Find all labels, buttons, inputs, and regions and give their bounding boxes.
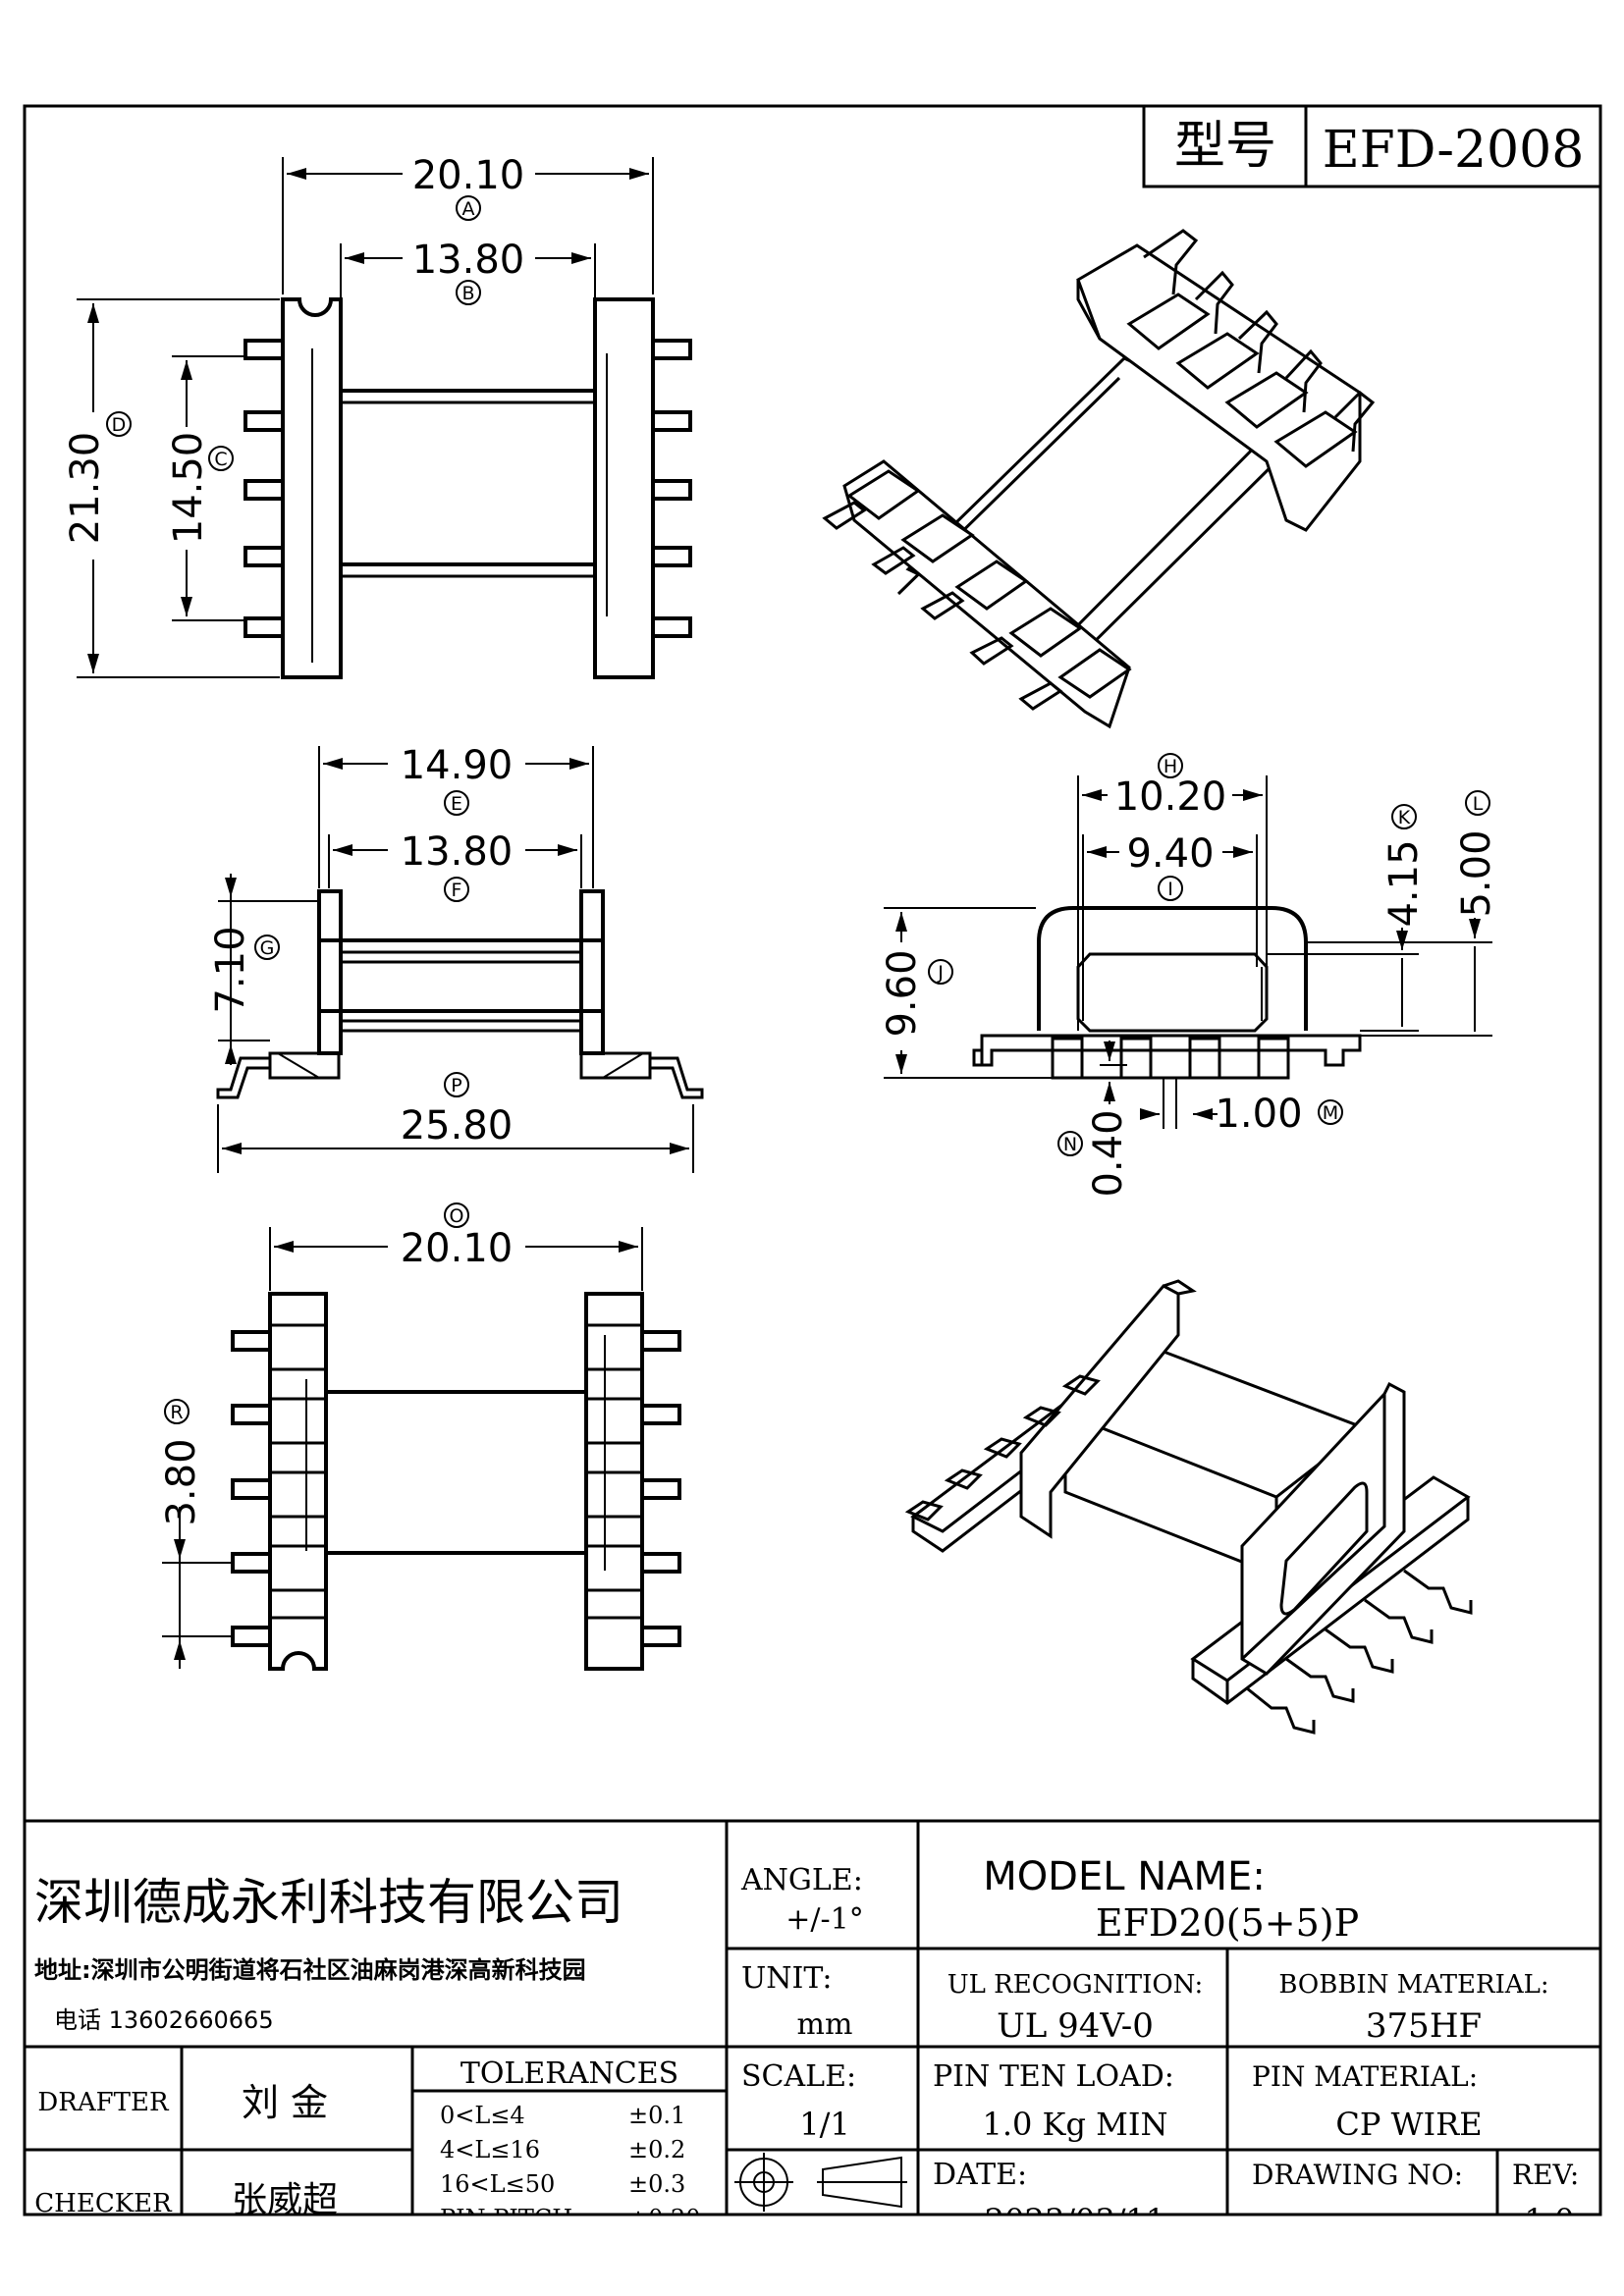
- dim-g-ref: G: [260, 937, 275, 959]
- bobbin-material-value: 375HF: [1366, 2006, 1482, 2046]
- sheet-border: [23, 104, 1602, 2216]
- title-block: 深圳德成永利科技有限公司 地址:深圳市公明街道将石社区油麻岗港深高新科技园 电话…: [25, 1819, 1600, 2239]
- dim-j-value: 9.60: [880, 949, 925, 1037]
- tolerances-label: TOLERANCES: [460, 2056, 678, 2091]
- dim-p-value: 25.80: [401, 1103, 514, 1148]
- tolerance-value-3: ±0.3: [628, 2170, 685, 2198]
- model-name-value: EFD20(5+5)P: [1096, 1901, 1359, 1945]
- dim-a-value: 20.10: [412, 153, 525, 198]
- dim-d-ref: D: [112, 414, 127, 436]
- dim-d-value: 21.30: [63, 432, 108, 545]
- dim-n-ref: N: [1063, 1134, 1077, 1155]
- dim-r-value: 3.80: [159, 1438, 204, 1525]
- ul-value: UL 94V-0: [997, 2006, 1154, 2046]
- company-address: 地址:深圳市公明街道将石社区油麻岗港深高新科技园: [34, 1956, 586, 1984]
- dim-p-ref: P: [451, 1075, 461, 1096]
- date-value: 2023/03/11: [985, 2202, 1165, 2239]
- pin-material-label: PIN MATERIAL:: [1252, 2060, 1478, 2093]
- tolerance-range-3: 16<L≤50: [440, 2170, 555, 2198]
- dim-h-value: 10.20: [1114, 774, 1227, 820]
- tolerance-value-2: ±0.2: [628, 2136, 685, 2163]
- model-box-label: 型号: [1174, 117, 1276, 176]
- top-view: 20.10 A 13.80 B 21.30 D 14.50 C: [63, 153, 692, 679]
- model-name-label: MODEL NAME:: [983, 1854, 1266, 1899]
- pin-ten-load-label: PIN TEN LOAD:: [933, 2059, 1174, 2094]
- side-view: 14.90 E 13.80 F 7.10 G P 25.80: [208, 743, 704, 1173]
- dim-g-value: 7.10: [208, 926, 253, 1013]
- dim-o-value: 20.10: [401, 1226, 514, 1271]
- projection-symbol: [734, 2153, 907, 2212]
- unit-label: UNIT:: [741, 1961, 832, 1996]
- rev-value: 1.0: [1525, 2202, 1575, 2239]
- dim-e-value: 14.90: [401, 743, 514, 788]
- date-label: DATE:: [933, 2158, 1027, 2192]
- dim-m-ref: M: [1323, 1102, 1338, 1124]
- tolerance-value-1: ±0.1: [628, 2102, 685, 2129]
- drafter-value: 刘 金: [242, 2081, 328, 2124]
- model-box: 型号 EFD-2008: [1142, 104, 1602, 188]
- angle-label: ANGLE:: [740, 1863, 863, 1897]
- drafter-label: DRAFTER: [37, 2088, 170, 2117]
- pin-ten-load-value: 1.0 Kg MIN: [982, 2106, 1167, 2143]
- iso-view-top: [822, 229, 1376, 729]
- dim-b-value: 13.80: [412, 238, 525, 283]
- dim-c-value: 14.50: [166, 432, 211, 545]
- bottom-view: 20.10 O 3.80 R: [159, 1202, 681, 1671]
- checker-value: 张威超: [232, 2180, 338, 2220]
- iso-view-bottom: [904, 1279, 1473, 1735]
- dim-e-ref: E: [451, 793, 462, 815]
- tolerance-range-2: 4<L≤16: [440, 2136, 540, 2163]
- dim-c-ref: C: [214, 449, 227, 470]
- bobbin-material-label: BOBBIN MATERIAL:: [1278, 1970, 1548, 2000]
- checker-label: CHECKER: [34, 2189, 173, 2218]
- dim-l-value: 5.00: [1454, 829, 1499, 917]
- dim-j-ref: J: [937, 962, 944, 984]
- unit-value: mm: [797, 2007, 853, 2042]
- company-name: 深圳德成永利科技有限公司: [34, 1874, 623, 1931]
- dim-i-value: 9.40: [1126, 831, 1214, 877]
- dim-m-value: 1.00: [1215, 1092, 1302, 1137]
- dim-k-value: 4.15: [1381, 839, 1427, 927]
- front-view: 10.20 H 9.40 I 9.60 J 4.15 K: [880, 753, 1499, 1198]
- tolerance-range-4: PIN PITCH: [440, 2205, 572, 2232]
- rev-label: REV:: [1512, 2159, 1579, 2191]
- drawing-no-label: DRAWING NO:: [1252, 2159, 1463, 2191]
- dim-f-value: 13.80: [401, 829, 514, 875]
- dim-a-ref: A: [462, 198, 475, 220]
- dim-i-ref: I: [1167, 879, 1173, 900]
- scale-label: SCALE:: [741, 2059, 856, 2094]
- angle-value: +/-1°: [785, 1902, 863, 1937]
- ul-label: UL RECOGNITION:: [947, 1970, 1204, 2000]
- dim-b-ref: B: [461, 283, 474, 304]
- dim-r-ref: R: [170, 1402, 183, 1423]
- dim-l-ref: L: [1473, 793, 1484, 815]
- company-phone: 电话 13602660665: [54, 2006, 274, 2034]
- dim-n-value: 0.40: [1086, 1109, 1131, 1197]
- tolerance-value-4: ±0.20: [628, 2205, 701, 2232]
- model-box-value: EFD-2008: [1323, 121, 1585, 180]
- tolerance-range-1: 0<L≤4: [440, 2102, 525, 2129]
- dim-k-ref: K: [1398, 807, 1411, 828]
- dim-h-ref: H: [1164, 756, 1177, 777]
- dim-f-ref: F: [452, 880, 462, 901]
- pin-material-value: CP WIRE: [1335, 2106, 1482, 2143]
- dim-o-ref: O: [450, 1205, 464, 1227]
- scale-value: 1/1: [799, 2106, 850, 2143]
